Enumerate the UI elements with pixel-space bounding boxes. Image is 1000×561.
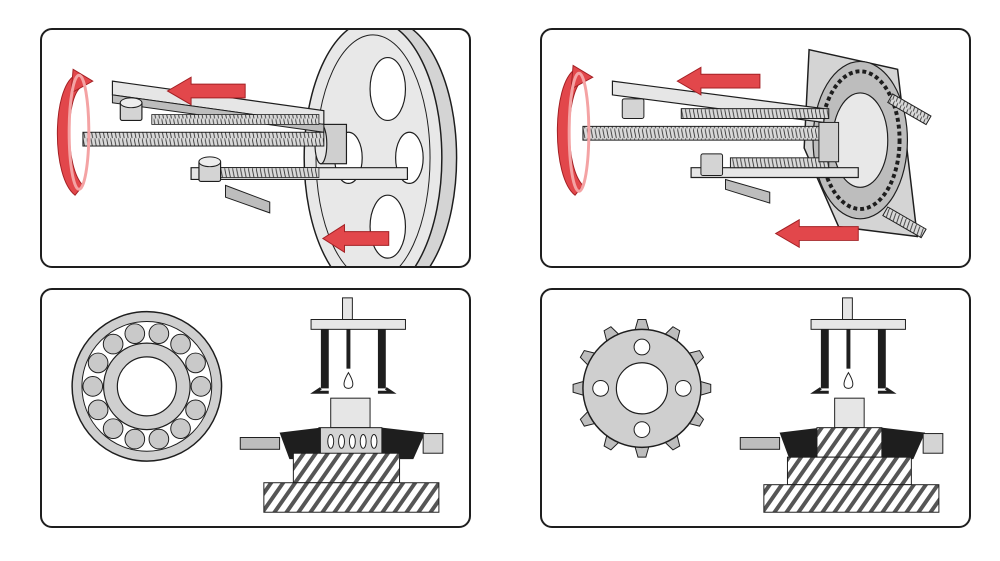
bearing-ball — [185, 352, 206, 374]
bearing-ball — [170, 418, 191, 439]
bearing-removal-illustration — [71, 297, 444, 513]
panel-gear-removal — [540, 288, 971, 528]
nut — [621, 98, 645, 119]
puller-icon — [310, 297, 406, 394]
nut — [198, 156, 222, 183]
threaded-rod — [82, 131, 325, 147]
rotation-arrow-icon — [556, 64, 594, 196]
nut — [700, 153, 724, 177]
drop-icon — [343, 371, 354, 389]
bearing-icon — [71, 310, 223, 462]
panel-wheel-pull — [40, 28, 471, 268]
shaft — [834, 397, 865, 429]
base-block — [763, 484, 940, 513]
direction-arrow-icon — [166, 76, 246, 106]
gear-seat — [816, 427, 883, 458]
bearing-ball — [190, 376, 212, 397]
bearing-ball — [87, 399, 109, 421]
gear-pull-illustration — [556, 48, 932, 249]
bearing-ball — [148, 428, 170, 450]
wheel-pull-illustration — [56, 30, 458, 266]
panel-bearing-removal — [40, 288, 471, 528]
bearing-ball — [170, 333, 191, 355]
gear-removal-illustration — [572, 297, 944, 513]
bearing-ball — [185, 399, 206, 421]
bearing-ball — [102, 418, 124, 439]
direction-arrow-icon — [676, 66, 761, 96]
bearing-ball — [124, 323, 146, 344]
bearing-ball — [82, 376, 104, 397]
drop-icon — [843, 371, 854, 389]
bearing-ball — [102, 333, 124, 355]
direction-arrow-icon — [774, 218, 859, 249]
threaded-rod — [582, 125, 830, 141]
shaft — [330, 397, 371, 429]
panel-gear-pull — [540, 28, 971, 268]
base-block — [263, 482, 440, 513]
bearing-seat — [292, 452, 401, 484]
direction-arrow-icon — [321, 223, 390, 254]
puller-icon — [810, 297, 906, 394]
nut — [119, 97, 143, 122]
bearing-ball — [87, 352, 109, 374]
gear-icon — [572, 319, 712, 458]
wheel — [303, 30, 458, 266]
gear-plate — [803, 48, 919, 238]
bearing-ball — [124, 428, 146, 450]
rotation-arrow-icon — [56, 68, 94, 196]
bearing-ball — [148, 323, 170, 344]
